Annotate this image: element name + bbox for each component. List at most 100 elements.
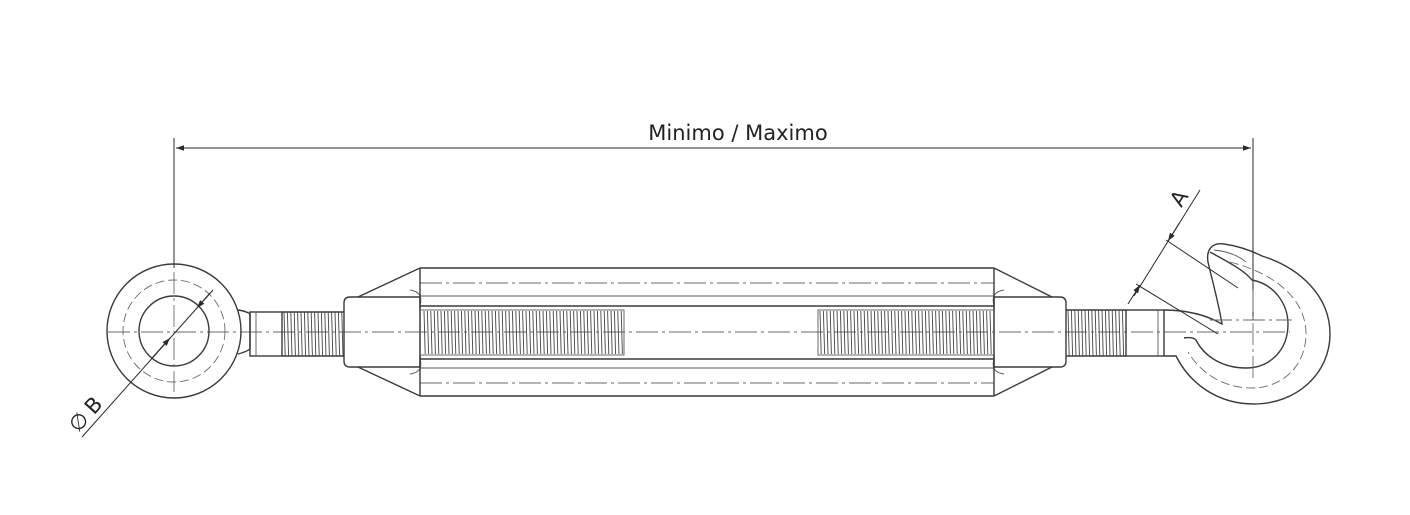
thread-line	[454, 310, 457, 355]
left-inner-threads	[423, 310, 623, 355]
thread-line	[819, 310, 822, 355]
left-taper-bottom	[357, 366, 421, 397]
thread-line	[515, 310, 518, 355]
hook-outer-contour	[1163, 243, 1331, 405]
thread-line	[610, 310, 613, 355]
thread-line	[297, 311, 300, 357]
thread-line	[566, 310, 569, 355]
left-rod-threads	[283, 311, 344, 357]
overall-length-dimension: Minimo / Maximo	[173, 121, 1254, 320]
thread-line	[914, 310, 917, 355]
thread-line	[545, 310, 549, 355]
thread-line	[573, 310, 576, 355]
right-window-fillet-top	[992, 289, 1005, 307]
eye-end	[106, 263, 283, 399]
hook-inner-contour	[1183, 251, 1289, 369]
hook-throat-extension-upper	[1165, 239, 1239, 289]
thread-line	[607, 310, 610, 355]
thread-line	[593, 310, 596, 355]
thread-line	[583, 310, 586, 355]
thread-line	[341, 311, 344, 357]
thread-line	[440, 310, 443, 355]
thread-line	[969, 310, 972, 355]
thread-line	[286, 311, 290, 357]
turnbuckle-body	[343, 267, 1067, 397]
thread-line	[945, 310, 948, 355]
thread-line	[518, 310, 521, 355]
thread-line	[467, 310, 470, 355]
thread-line	[843, 310, 846, 355]
thread-line	[880, 310, 883, 355]
thread-line	[579, 310, 583, 355]
thread-line	[331, 311, 334, 357]
thread-line	[532, 310, 535, 355]
thread-line	[426, 310, 430, 355]
thread-line	[314, 311, 317, 357]
thread-line	[829, 310, 832, 355]
thread-line	[586, 310, 589, 355]
thread-line	[617, 310, 620, 355]
thread-line	[867, 310, 870, 355]
thread-line	[877, 310, 880, 355]
thread-line	[488, 310, 491, 355]
thread-line	[613, 310, 617, 355]
right-collar	[993, 296, 1067, 368]
thread-line	[535, 310, 538, 355]
thread-line	[569, 310, 572, 355]
thread-line	[539, 310, 542, 355]
hook-throat-extension-lower	[1135, 283, 1219, 335]
thread-line	[307, 311, 310, 357]
thread-line	[1094, 309, 1097, 357]
hook-tip-detail	[1213, 249, 1247, 263]
right-inner-thread-zone	[817, 309, 995, 356]
thread-line	[958, 310, 962, 355]
thread-line	[498, 310, 501, 355]
thread-line	[1067, 309, 1070, 357]
eye-diameter-dimension: ∅ B	[64, 289, 214, 438]
thread-line	[921, 310, 924, 355]
thread-line	[562, 310, 566, 355]
thread-line	[1077, 309, 1080, 357]
thread-line	[460, 310, 464, 355]
thread-line	[443, 310, 447, 355]
thread-line	[433, 310, 436, 355]
thread-line	[1104, 309, 1108, 357]
thread-line	[935, 310, 938, 355]
thread-line	[833, 310, 836, 355]
thread-line	[508, 310, 511, 355]
thread-line	[505, 310, 508, 355]
thread-line	[901, 310, 904, 355]
thread-line	[559, 310, 562, 355]
eye-diameter-arrow-low	[151, 337, 171, 359]
thread-line	[989, 310, 992, 355]
thread-line	[931, 310, 934, 355]
thread-line	[1121, 309, 1125, 357]
thread-line	[603, 310, 606, 355]
thread-line	[525, 310, 528, 355]
thread-line	[300, 311, 303, 357]
thread-line	[884, 310, 887, 355]
thread-line	[576, 310, 579, 355]
thread-line	[317, 311, 320, 357]
thread-line	[1091, 309, 1094, 357]
thread-line	[853, 310, 856, 355]
thread-line	[1081, 309, 1084, 357]
eye-shank	[249, 311, 283, 357]
thread-line	[464, 310, 467, 355]
thread-line	[334, 311, 337, 357]
thread-line	[1115, 309, 1118, 357]
thread-line	[337, 311, 341, 357]
hook-hidden-contour	[1187, 261, 1307, 389]
left-window-fillet-top	[409, 289, 422, 307]
thread-line	[474, 310, 477, 355]
thread-line	[962, 310, 965, 355]
thread-line	[303, 311, 307, 357]
thread-line	[965, 310, 968, 355]
thread-line	[484, 310, 487, 355]
right-taper-top	[993, 267, 1053, 298]
right-inner-threads	[819, 310, 992, 355]
thread-line	[549, 310, 552, 355]
thread-line	[471, 310, 474, 355]
thread-line	[887, 310, 890, 355]
thread-line	[1084, 309, 1087, 357]
